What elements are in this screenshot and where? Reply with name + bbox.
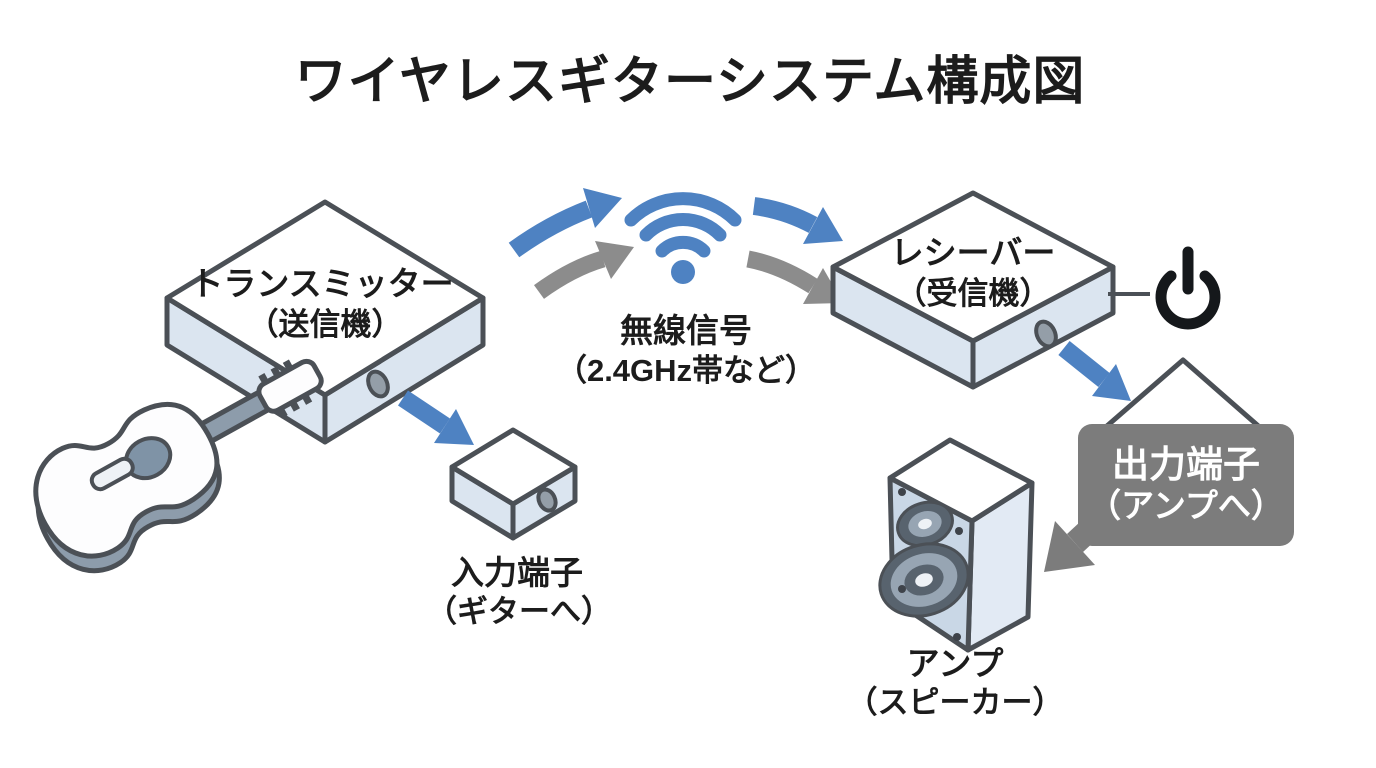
wireless-signal-sublabel: （2.4GHz帯など）: [556, 353, 816, 388]
wifi-dot: [671, 260, 695, 284]
guitar-icon: [33, 358, 324, 574]
callout-tail-arrowhead: [1044, 521, 1095, 572]
transmitter-label: トランスミッター: [190, 265, 453, 302]
output-terminal-sublabel: （アンプへ）: [1088, 487, 1284, 524]
signal-arrow-blue-right: [752, 197, 843, 244]
transmitter-input-arrow: [398, 390, 474, 445]
transmitter-sublabel: （送信機）: [248, 307, 403, 342]
page-title: ワイヤレスギターシステム構成図: [295, 53, 1086, 111]
power-icon: [1155, 246, 1221, 330]
signal-arrow-blue-left: [508, 188, 622, 258]
wifi-arc-large: [624, 192, 742, 227]
guitar-plug: [256, 358, 324, 414]
speaker-tweeter: [896, 500, 954, 548]
wifi-arc-small: [655, 235, 711, 258]
receiver-jack-icon: [1034, 319, 1058, 349]
guitar-body: [33, 401, 220, 559]
input-terminal-box: [449, 427, 578, 541]
input-jack-icon: [536, 487, 558, 513]
speaker-screws: [898, 488, 963, 641]
signal-arrow-gray-right: [746, 250, 843, 304]
receiver-device: レシーバー （受信機）: [830, 190, 1116, 390]
speaker-icon: [878, 437, 1035, 653]
input-terminal-sublabel: （ギターへ）: [426, 594, 612, 629]
speaker-woofer: [878, 542, 970, 618]
input-box-top-face: [449, 427, 578, 507]
callout-bubble: [1078, 424, 1294, 546]
receiver-sublabel: （受信機）: [896, 276, 1051, 311]
transmitter-device: トランスミッター （送信機）: [164, 199, 486, 445]
transmitter-top-face: [164, 199, 486, 398]
power-circle: [1155, 270, 1221, 330]
signal-arrow-gray-left: [534, 241, 634, 299]
amplifier-label: アンプ: [907, 645, 1005, 682]
output-terminal-callout: 出力端子 （アンプへ）: [1044, 424, 1294, 572]
receiver-output-arrow: [1058, 340, 1131, 401]
receiver-label: レシーバー: [891, 234, 1056, 271]
wifi-icon: [624, 192, 742, 284]
wireless-signal-label: 無線信号: [620, 312, 752, 349]
transmitter-jack-icon: [366, 369, 390, 399]
amplifier-sublabel: （スピーカー）: [847, 685, 1064, 720]
receiver-top-face: [830, 190, 1116, 344]
wifi-arc-medium: [639, 213, 727, 242]
output-terminal-label: 出力端子: [1112, 444, 1260, 485]
input-terminal-label: 入力端子: [451, 554, 583, 591]
guitar-bridge: [89, 456, 135, 492]
speaker-top-face: [887, 437, 1035, 524]
